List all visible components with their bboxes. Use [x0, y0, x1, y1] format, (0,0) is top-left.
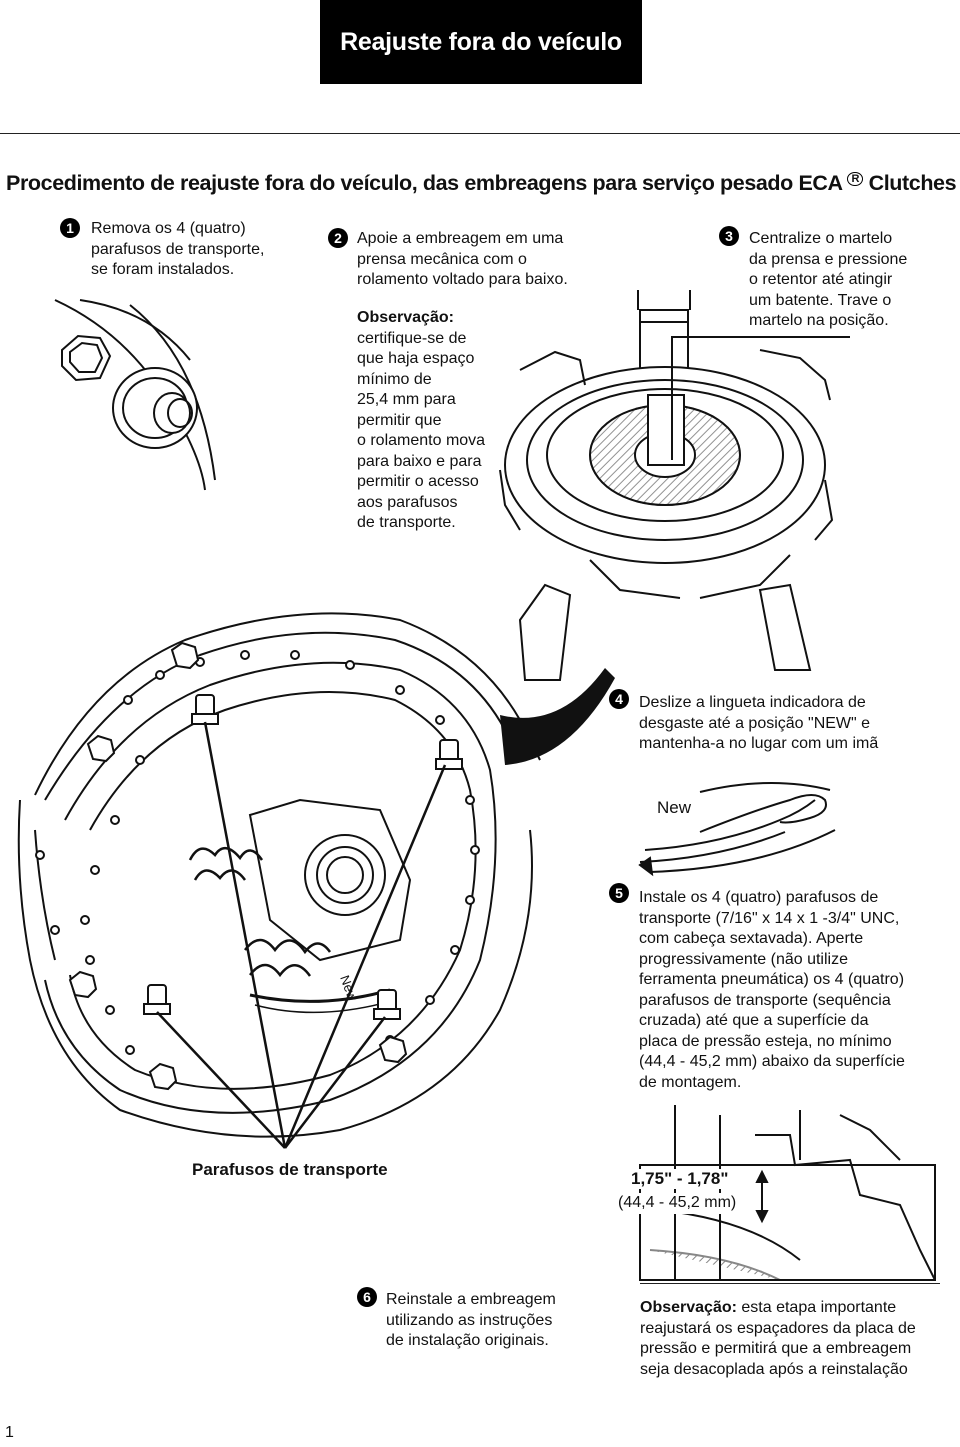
- step-2-note: Observação: certifique-se de que haja es…: [357, 309, 486, 531]
- dimension-mm: (44,4 - 45,2 mm): [616, 1193, 739, 1214]
- step1-bolt-illustration: [54, 299, 216, 491]
- section-title: Reajuste fora do veículo: [340, 27, 622, 56]
- pointer-arrow: [500, 668, 615, 765]
- transport-bolts-label: Parafusos de transporte: [192, 1160, 388, 1179]
- top-divider: [0, 133, 960, 134]
- note-divider: [640, 1283, 940, 1284]
- step-4-text: Deslize a lingueta indicadora de desgast…: [639, 694, 879, 752]
- press-illustration: [499, 290, 850, 681]
- dimension-inches: 1,75" - 1,78": [629, 1169, 731, 1189]
- page-title: Procedimento de reajuste fora do veículo…: [6, 171, 957, 195]
- step-6-badge: 6: [357, 1287, 377, 1307]
- step-2-text: Apoie a embreagem em uma prensa mecânica…: [357, 230, 568, 288]
- step-3-badge: 3: [719, 226, 739, 246]
- step-2-badge: 2: [328, 228, 348, 248]
- new-tab-detail: [638, 782, 836, 877]
- step-1-text: Remova os 4 (quatro) parafusos de transp…: [91, 220, 265, 278]
- section-header: Reajuste fora do veículo: [320, 0, 642, 84]
- registered-mark: R: [847, 171, 863, 186]
- step-5-badge: 5: [609, 883, 629, 903]
- step-2-note-label: Observação:: [357, 309, 454, 326]
- new-tab-label: New: [657, 798, 692, 817]
- step-3-text: Centralize o martelo da prensa e pressio…: [749, 230, 908, 329]
- page-number: 1: [5, 1424, 14, 1441]
- clutch-illustration: [17, 612, 601, 1149]
- step-6-text: Reinstale a embreagem utilizando as inst…: [386, 1291, 556, 1349]
- step-5-text: Instale os 4 (quatro) parafusos de trans…: [639, 889, 905, 1091]
- step-1-badge: 1: [60, 218, 80, 238]
- final-note: Observação: esta etapa importante reajus…: [640, 1299, 916, 1378]
- step-4-badge: 4: [609, 689, 629, 709]
- final-note-label: Observação:: [640, 1299, 737, 1316]
